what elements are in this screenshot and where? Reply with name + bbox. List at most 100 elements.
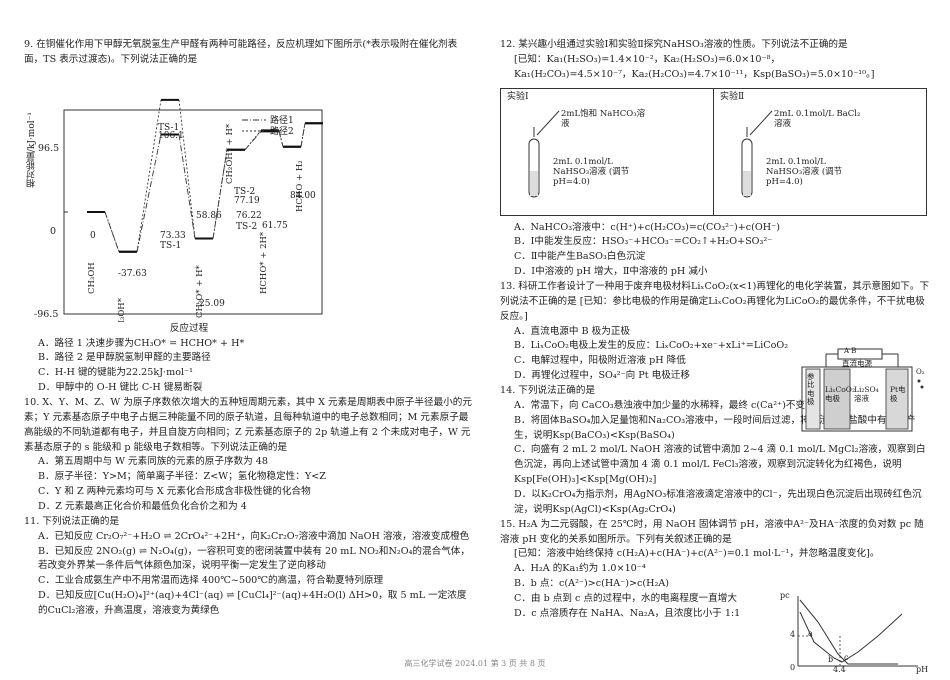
exp1-tube-label: 2mL 0.1mol/L NaHSO₃溶液 (调节pH=4.0) [553,156,630,187]
q13-option-c: C．电解过程中，阳极附近溶液 pH 降低 [514,355,686,367]
q10-option-b: B．原子半径：Y>M；简单离子半径：Z<W；氢化物稳定性：Y<Z [38,471,326,483]
pc-point-b: b [828,655,834,664]
ts-label-1: TS-1 [160,241,181,251]
q12-option-b: B．Ⅰ中能发生反应：HSO₃⁻+HCO₃⁻=CO₂↑+H₂O+SO₃²⁻ [514,236,773,248]
cell-o2-label: O₂ [916,368,925,376]
q14-stem: 14. 下列说法正确的是 [500,384,596,396]
q15-known: [已知：溶液中始终保持 c(H₂A)+c(HA⁻)+c(A²⁻)=0.1 mol… [514,548,880,560]
value-label-1: -37.63 [118,269,147,279]
q13-option-a: A．直流电源中 B 极为正极 [514,325,631,337]
experiment-table: 实验Ⅰ 2mL饱和 NaHCO₃溶液 2mL 0.1mol/L NaHSO₃溶液… [500,87,927,216]
connector-path1-2 [136,134,162,252]
species-label-4: HCHO* + 2H* [259,231,269,294]
connector-path2-2 [136,99,162,252]
species-label-5: HCHO + H₂ [295,160,305,212]
exp2-reagent: 2mL 0.1mol/L BaCl₂溶液 [774,108,861,129]
pc-ytick-4: 4 [790,630,796,639]
value-label-6: 77.19 [234,196,260,206]
q9-stem: 9. 在铜催化作用下甲醇无氧脱氢生产甲醛有两种可能路径，反应机理如下图所示(*表… [24,39,458,65]
q11-option-b: B．已知反应 2NO₂(g) ⇌ N₂O₄(g)，一容积可变的密闭装置中装有 2… [38,545,470,572]
pc-origin: 0 [790,663,796,672]
electrolysis-cell-icon [801,348,924,432]
q9-option-a: A．路径 1 决速步骤为CH₃O* = HCHO* + H* [38,337,245,349]
connector-path2-5 [244,129,262,150]
left-column: 9. 在铜催化作用下甲醇无氧脱氢生产甲醛有两种可能路径，反应机理如下图所示(*表… [24,38,472,619]
value-label-7: 76.22 [236,211,262,221]
pc-ph-svg [797,596,918,667]
energy-chart-svg: 路径1路径20-37.63106.173.33-25.0958.8677.197… [63,98,323,322]
experiment-2-cell: 实验Ⅱ 2mL 0.1mol/L BaCl₂溶液 2mL 0.1mol/L Na… [713,87,927,216]
experiment-2-figure: 2mL 0.1mol/L BaCl₂溶液 2mL 0.1mol/L NaHSO₃… [720,105,920,213]
q11-option-a: A．已知反应 Cr₂O₇²⁻+H₂O ⇌ 2CrO₄²⁻+2H⁺，向K₂Cr₂O… [38,530,470,542]
value-label-8: 61.75 [262,221,288,231]
q13-option-b: B．LiₓCoO₂电极上发生的反应：LiₓCoO₂+xe⁻+xLi⁺=LiCoO… [514,340,789,352]
pc-ph-chart: pc 4 0 4.4 pH a b c [778,591,929,674]
right-column: 12. 某兴趣小组通过实验Ⅰ和实验Ⅱ探究NaHSO₃溶液的性质。下列说法不正确的… [500,38,930,674]
q9-option-d: D．甲醇中的 O-H 键比 C-H 键易断裂 [38,382,203,394]
legend-label-1: 路径2 [270,125,294,137]
pc-y-label: pc [780,591,790,600]
q10-option-d: D．Z 元素最高正化合价和最低负化合价之和为 4 [38,501,247,513]
cell-sol-label: Li₂SO₄溶液 [854,385,879,403]
experiment-1-cell: 实验Ⅰ 2mL饱和 NaHCO₃溶液 2mL 0.1mol/L NaHSO₃溶液… [500,87,714,216]
q10-option-a: A．第五周期中与 W 元素同族的元素的原子序数为 48 [38,456,269,468]
connector-path2-3 [178,99,196,239]
q15-option-d: D．c 点溶质存在 NaHA、Na₂A，且浓度比小于 1:1 [514,607,741,619]
ytick-top: 96.5 [38,142,60,154]
q13-stem: 13. 科研工作者设计了一种用于废弃电极材料LiₓCoO₂(x<1)再锂化的电化… [500,280,930,322]
q9-option-b: B．路径 2 是甲醇脱氢制甲醛的主要路径 [38,352,211,364]
ytick-zero: 0 [50,225,57,237]
exp1-reagent: 2mL饱和 NaHCO₃溶液 [561,108,646,129]
pc-xtick-44: 4.4 [833,665,846,674]
page-footer: 高三化学试卷 2024.01 第 3 页 共 8 页 [404,659,546,668]
experiment-1-title: 实验Ⅰ [507,91,529,102]
q14-option-d: D．以K₂CrO₄为指示剂，用AgNO₃标准溶液滴定溶液中的Cl⁻，先出现白色沉… [514,488,922,515]
species-label-1: CH₃OH* [117,297,127,322]
test-tube-1-icon [528,110,560,198]
connector-path1-7 [300,122,306,147]
q12-option-d: D．Ⅰ中溶液的 pH 增大，Ⅱ中溶液的 pH 减小 [514,266,708,278]
q14-option-c: C．向盛有 2 mL 2 mol/L NaOH 溶液的试管中滴加 2~4 滴 0… [514,444,926,486]
q15-stem: 15. H₂A 为二元弱酸，在 25℃时，用 NaOH 固体调节 pH，溶液中A… [500,518,924,545]
species-label-0: CH₃OH [87,262,97,294]
experiment-2-title: 实验Ⅱ [720,91,745,102]
q10-option-c: C．Y 和 Z 两种元素均可与 X 元素化合形成含非极性键的化合物 [38,486,311,498]
connector-path1-1 [104,211,120,252]
q12-known-1: [已知：Ka₁(H₂SO₃)=1.4×10⁻²，Ka₂(H₂SO₃)=6.0×1… [514,53,781,65]
ts-label-0: TS-1 [158,123,179,133]
q15-option-a: A．H₂A 的Ka₁约为 1.0×10⁻⁴ [514,563,646,575]
electrolysis-cell-figure: A B 直流电源 参比电极 LiₓCoO₂电极 Li₂SO₄溶液 Pt电极 O₂ [798,347,928,433]
value-label-4: -25.09 [196,299,225,309]
cell-li-label: LiₓCoO₂电极 [825,385,855,403]
cell-ref-label: 参比电极 [807,372,815,406]
species-label-2: CH₃O* + H* [195,264,205,317]
q14-option-b: B．将固体BaSO₄加入足量饱和Na₂CO₃溶液中，一段时间后过滤，将滤渣加入盐… [514,414,916,441]
q9-option-c: C．H-H 键的键能为22.25kJ·mol⁻¹ [38,367,193,379]
pc-x-label: pH [916,665,929,674]
cell-pt-label: Pt电极 [890,385,906,403]
q12-option-c: C．Ⅱ中能产生BaSO₃白色沉淀 [514,251,646,263]
pc-point-c: c [844,653,849,662]
experiment-1-figure: 2mL饱和 NaHCO₃溶液 2mL 0.1mol/L NaHSO₃溶液 (调节… [507,105,707,213]
q13-option-d: D．再锂化过程中，SO₄²⁻向 Pt 电极迁移 [514,370,691,382]
connector-path1-3 [178,134,196,239]
pc-point-a: a [808,629,813,638]
q11-option-c: C．工业合成氨生产中不用常温而选择 400℃~500℃的高温，符合勒夏特列原理 [38,575,384,587]
cell-power-label: 直流电源 [842,359,872,368]
x-axis-label: 反应过程 [169,322,209,334]
q11-option-d: D．已知反应[Cu(H₂O)₄]²⁺(aq)+4Cl⁻(aq) ⇌ [CuCl₄… [38,590,467,617]
value-label-3: 73.33 [160,231,186,241]
q12-option-a: A．NaHCO₃溶液中：c(H⁺)+c(H₂CO₃)=c(CO₃²⁻)+c(OH… [514,221,780,233]
connector-path2-6 [278,130,284,147]
ts-label-3: TS-2 [236,222,257,232]
cell-ab-label: A B [844,347,857,355]
exp2-tube-label: 2mL 0.1mol/L NaHSO₃溶液 (调节pH=4.0) [766,156,843,187]
connector-path1-6 [278,131,284,147]
value-label-0: 0 [90,231,96,241]
ytick-bottom: -96.5 [34,308,59,320]
legend-label-0: 路径1 [270,114,294,126]
test-tube-2-icon [741,110,773,198]
connector-path2-4 [212,149,228,239]
q10-stem: 10. X、Y、M、Z、W 为原子序数依次增大的五种短周期元素，其中 X 元素是… [24,397,472,453]
q12-stem: 12. 某兴趣小组通过实验Ⅰ和实验Ⅱ探究NaHSO₃溶液的性质。下列说法不正确的… [500,39,848,50]
